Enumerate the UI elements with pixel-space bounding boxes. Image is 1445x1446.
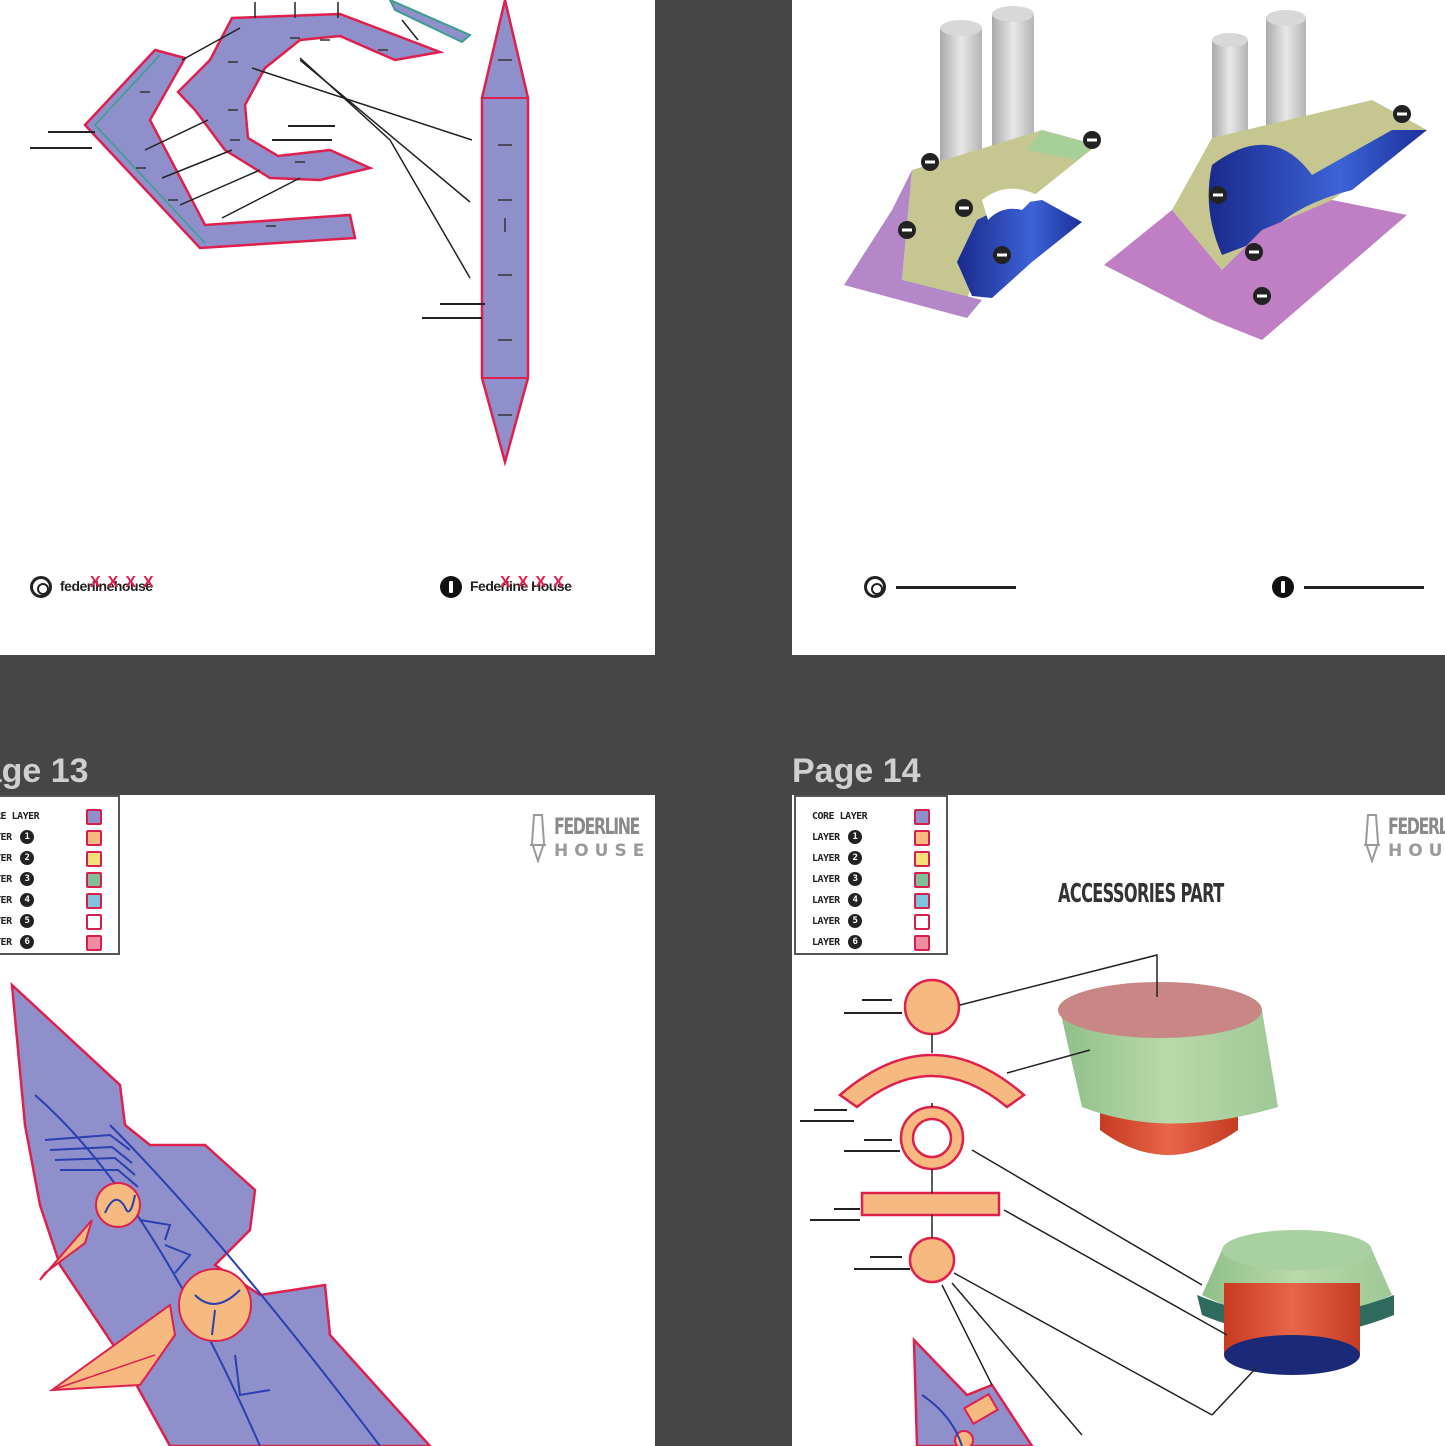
facebook-icon — [440, 576, 462, 598]
page-13: CORE LAYERLAYER1LAYER2LAYER3LAYER4LAYER5… — [0, 795, 655, 1446]
instagram-icon — [864, 576, 886, 598]
render-3d-page-12 — [792, 0, 1445, 655]
accessories-diagram — [792, 795, 1445, 1446]
cap-top — [1058, 982, 1262, 1038]
page-label-13: Page 13 — [0, 754, 89, 788]
facebook-icon — [1272, 576, 1294, 598]
page-12 — [792, 0, 1445, 655]
pattern-circle-2 — [910, 1238, 954, 1282]
redaction-marks-2: XXXX — [500, 574, 571, 592]
pattern-arc — [840, 1055, 1024, 1107]
page-11: federlinehouse XXXX Federline House XXXX — [0, 0, 655, 655]
pattern-drawing-page-13 — [0, 795, 655, 1446]
pattern-rect — [862, 1193, 999, 1215]
pattern-circle-1 — [905, 980, 959, 1034]
blank-handle-line — [896, 586, 1016, 589]
blank-handle-line — [1304, 586, 1424, 589]
instagram-icon — [30, 576, 52, 598]
pattern-drawing-page-11 — [0, 0, 655, 655]
redaction-marks: XXXX — [90, 574, 161, 592]
page-label-14: Page 14 — [792, 754, 921, 788]
